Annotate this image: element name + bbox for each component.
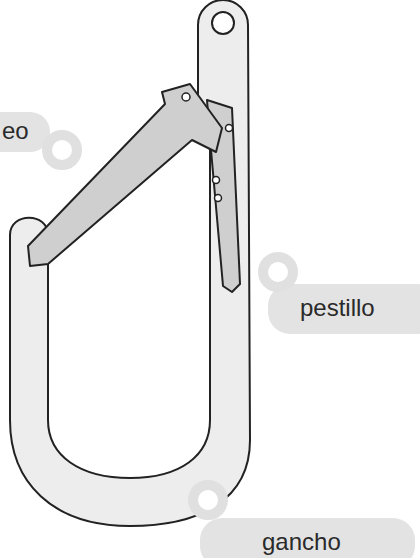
callout-ring (193, 485, 223, 515)
callout-ring (263, 257, 293, 287)
part-label: pestillo (300, 294, 375, 323)
part-label: eo (2, 117, 29, 146)
gate (28, 84, 222, 266)
callout-pill (200, 518, 415, 558)
part-label: gancho (262, 528, 341, 557)
hook-body (10, 0, 250, 526)
rivet (215, 195, 222, 202)
eye-hole (212, 12, 234, 34)
gate-pivot (182, 93, 190, 101)
callout-pill (268, 284, 420, 334)
rivet (213, 177, 220, 184)
callout-ring (47, 135, 77, 165)
rivet (226, 125, 233, 132)
